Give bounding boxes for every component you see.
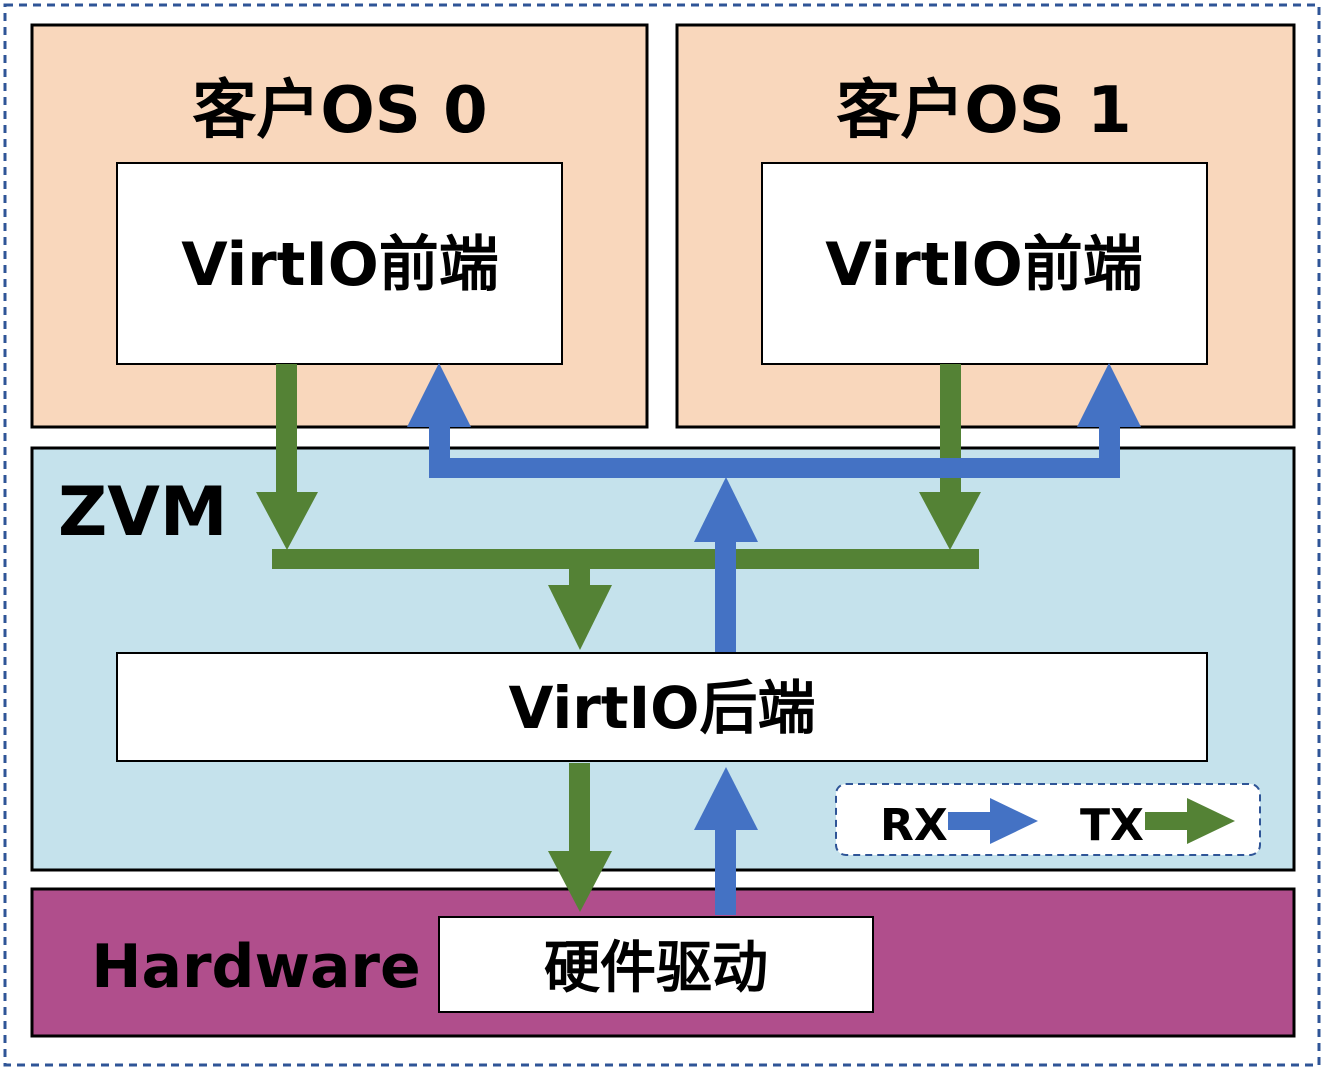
guest-os-1-frontend-label: VirtIO前端: [825, 230, 1143, 300]
legend-tx-arrow: [1145, 798, 1235, 844]
hardware-driver-box: [438, 916, 874, 1013]
guest-os-1-title: 客户OS 1: [836, 74, 1131, 148]
rx-guest0-up-shaft: [429, 425, 450, 465]
rx-path: [407, 363, 1141, 915]
hardware-driver-label: 硬件驱动: [544, 936, 768, 1001]
legend-rx-label: RX: [880, 800, 948, 851]
legend-box: [835, 783, 1261, 856]
tx-hardware-down-shaft: [569, 763, 590, 853]
rx-hardware-up-shaft: [715, 830, 736, 915]
rx-backend-up-shaft: [715, 540, 736, 652]
rx-backend-up-arrowhead: [694, 477, 758, 542]
hardware-title: Hardware: [91, 932, 420, 1002]
virtio-backend-label: VirtIO后端: [509, 674, 816, 742]
guest-os-0-frontend-box: [116, 162, 563, 365]
tx-backend-down-arrowhead: [548, 585, 612, 650]
zvm-title: ZVM: [58, 473, 228, 552]
tx-guest0-down-arrowhead: [256, 492, 318, 550]
rx-guest0-up-arrowhead: [407, 363, 471, 427]
tx-hardware-down-arrowhead: [548, 851, 612, 912]
rx-horizontal-bus: [429, 458, 1120, 478]
rx-guest1-up-arrowhead: [1077, 363, 1141, 427]
legend-tx-label: TX: [1080, 800, 1144, 851]
rx-hardware-up-arrowhead: [694, 767, 758, 830]
guest-os-1-frontend-box: [761, 162, 1208, 365]
tx-horizontal-bus: [272, 549, 979, 569]
legend-rx-arrow: [948, 798, 1038, 844]
tx-backend-down-shaft: [569, 566, 590, 586]
tx-guest1-down-arrowhead: [919, 492, 981, 550]
rx-guest1-up-shaft: [1099, 425, 1120, 465]
guest-os-0-title: 客户OS 0: [192, 74, 487, 148]
tx-guest0-down-shaft: [276, 364, 297, 494]
virtio-backend-box: [116, 652, 1208, 762]
tx-path: [256, 364, 981, 912]
guest-os-0-frontend-label: VirtIO前端: [181, 230, 499, 300]
